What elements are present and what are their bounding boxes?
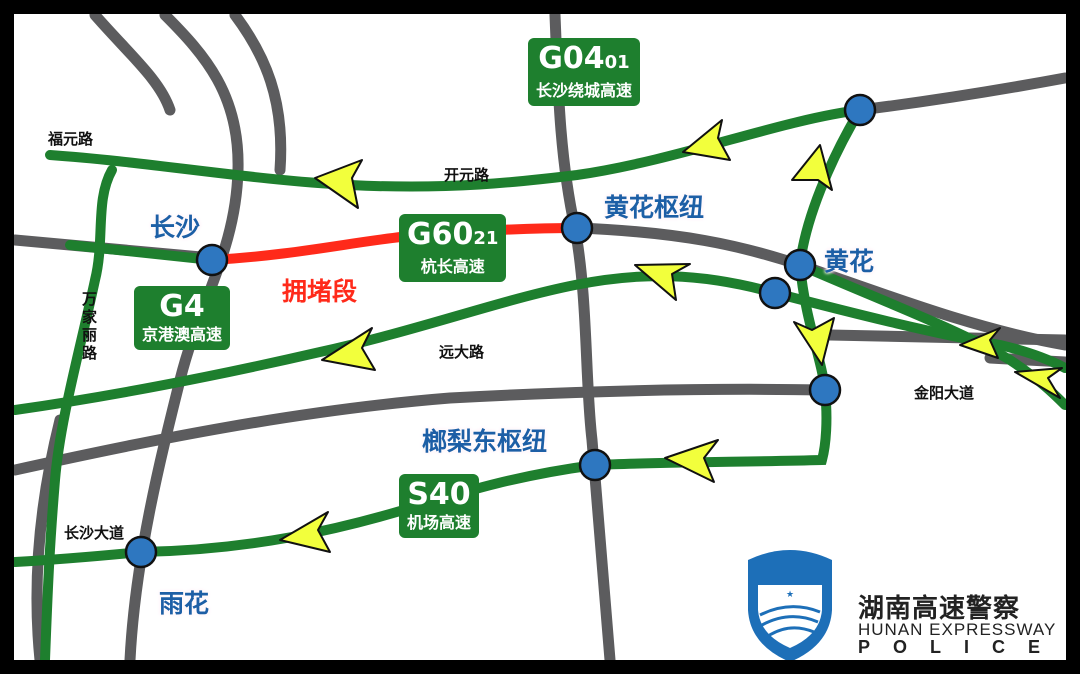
- highways: [14, 105, 1066, 660]
- arrow-icon: [664, 439, 719, 483]
- arrow-icon: [321, 327, 376, 371]
- node-huanghua-hub: [560, 211, 594, 245]
- node-huanghua-2: [758, 276, 792, 310]
- sign-g4: G4 京港澳高速: [134, 286, 231, 350]
- arrow-icon: [682, 119, 731, 161]
- label-fuyuan-road: 福元路: [48, 130, 94, 148]
- label-changsha: 长沙: [150, 213, 201, 242]
- direction-arrows: [279, 119, 1063, 553]
- road-middle: [14, 383, 831, 476]
- label-yuhua: 雨花: [159, 589, 210, 618]
- congestion-segment: [207, 223, 582, 265]
- arrow-icon: [279, 511, 331, 553]
- node-lili-east: [578, 448, 612, 482]
- label-wanjiali-road: 万家丽路: [82, 290, 98, 362]
- road-left-curve-c: [89, 14, 176, 116]
- sign-g6021: G6021 杭长高速: [399, 214, 507, 282]
- arrow-icon: [1014, 367, 1063, 399]
- airport-loop: [14, 105, 865, 567]
- sign-g0401: G0401 长沙绕城高速: [528, 38, 641, 106]
- label-kaiyuan-road: 开元路: [444, 166, 490, 184]
- label-huanghua-hub: 黄花枢纽: [604, 193, 705, 222]
- road-network: ★: [14, 14, 1066, 660]
- label-congestion: 拥堵段: [282, 277, 358, 306]
- map: ★ G0401 长沙绕城高速 G6021 杭长高速 G4 京港澳高速 S40 机…: [14, 14, 1066, 660]
- kaiyuan-road: [45, 105, 865, 192]
- road-ring-vertical: [549, 14, 616, 660]
- svg-text:★: ★: [786, 590, 794, 600]
- node-huanghua: [783, 248, 817, 282]
- logo-text-cn: 湖南高速警察: [858, 594, 1021, 624]
- label-jinyang-avenue: 金阳大道: [914, 384, 975, 402]
- label-lili-east-hub: 榔梨东枢纽: [422, 427, 548, 456]
- interchange-nodes: [124, 93, 877, 569]
- arrow-icon: [634, 263, 691, 301]
- logo-text-police: POLICE: [858, 637, 1064, 657]
- road-top-right: [854, 72, 1066, 116]
- arrow-icon: [959, 327, 1001, 359]
- road-left-curve-b: [229, 14, 287, 176]
- node-top-right: [843, 93, 877, 127]
- g4-link: [65, 240, 217, 265]
- sign-s40: S40 机场高速: [399, 474, 480, 538]
- arrow-icon: [793, 317, 835, 366]
- node-changsha: [195, 243, 229, 277]
- label-huanghua: 黄花: [824, 247, 875, 276]
- label-changsha-avenue: 长沙大道: [64, 524, 125, 542]
- police-badge-icon: ★: [748, 550, 832, 660]
- arrow-icon: [791, 144, 833, 191]
- node-yuhua: [124, 535, 158, 569]
- label-yuanda-road: 远大路: [439, 343, 485, 361]
- logo-text-en: HUNAN EXPRESSWAY: [858, 620, 1057, 639]
- road-far-left: [31, 414, 66, 660]
- arrow-icon: [314, 159, 363, 209]
- node-east: [808, 373, 842, 407]
